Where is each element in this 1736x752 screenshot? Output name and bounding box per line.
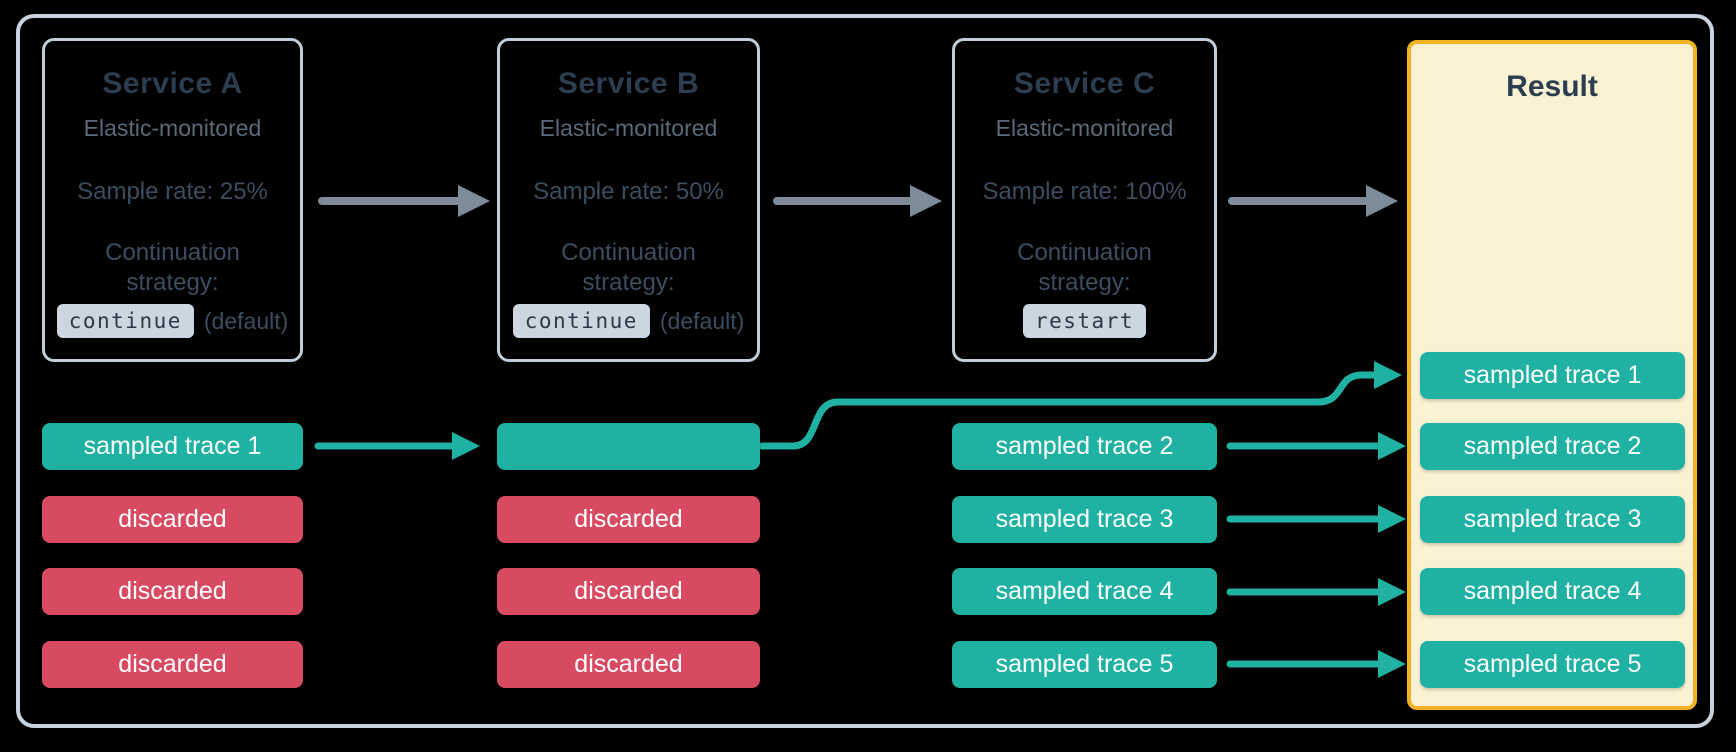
discarded-pill-a-3: discarded bbox=[42, 568, 303, 615]
service-b-strategy-row: continue (default) bbox=[512, 304, 745, 338]
service-b-title: Service B bbox=[557, 67, 700, 100]
service-a-strategy-label: Continuation strategy: bbox=[105, 239, 240, 296]
service-a-strategy-row: continue (default) bbox=[56, 304, 289, 338]
service-c-title: Service C bbox=[1013, 67, 1156, 100]
result-pill-3: sampled trace 3 bbox=[1420, 496, 1685, 543]
trace-pill-a-1: sampled trace 1 bbox=[42, 423, 303, 470]
discarded-pill-b-2: discarded bbox=[497, 496, 760, 543]
discarded-pill-a-4: discarded bbox=[42, 641, 303, 688]
service-b-strategy-note: (default) bbox=[659, 307, 745, 334]
result-pill-2: sampled trace 2 bbox=[1420, 423, 1685, 470]
trace-pill-c-2: sampled trace 3 bbox=[952, 496, 1217, 543]
service-b-monitoring: Elastic-monitored bbox=[539, 115, 718, 141]
service-a-monitoring: Elastic-monitored bbox=[83, 115, 262, 141]
trace-pill-b-1 bbox=[497, 423, 760, 470]
discarded-pill-b-4: discarded bbox=[497, 641, 760, 688]
service-c-strategy-row: restart bbox=[1022, 304, 1146, 338]
diagram-outer-frame bbox=[16, 14, 1714, 728]
service-c-box: Service C Elastic-monitored Sample rate:… bbox=[952, 38, 1217, 362]
service-b-box: Service B Elastic-monitored Sample rate:… bbox=[497, 38, 760, 362]
service-a-title: Service A bbox=[102, 67, 243, 100]
service-a-sample-rate: Sample rate: 25% bbox=[77, 178, 268, 205]
result-title: Result bbox=[1506, 70, 1598, 103]
service-c-sample-rate: Sample rate: 100% bbox=[982, 178, 1187, 205]
trace-pill-c-4: sampled trace 5 bbox=[952, 641, 1217, 688]
discarded-pill-a-2: discarded bbox=[42, 496, 303, 543]
service-a-box: Service A Elastic-monitored Sample rate:… bbox=[42, 38, 303, 362]
service-c-monitoring: Elastic-monitored bbox=[995, 115, 1174, 141]
service-b-strategy-label: Continuation strategy: bbox=[561, 239, 696, 296]
service-b-sample-rate: Sample rate: 50% bbox=[533, 178, 724, 205]
result-pill-4: sampled trace 4 bbox=[1420, 568, 1685, 615]
service-c-strategy-label: Continuation strategy: bbox=[1017, 239, 1152, 296]
result-pill-5: sampled trace 5 bbox=[1420, 641, 1685, 688]
service-a-strategy-note: (default) bbox=[203, 307, 289, 334]
service-c-strategy-chip: restart bbox=[1022, 304, 1146, 338]
result-pill-1: sampled trace 1 bbox=[1420, 352, 1685, 399]
trace-pill-c-1: sampled trace 2 bbox=[952, 423, 1217, 470]
service-b-strategy-chip: continue bbox=[512, 304, 650, 338]
trace-pill-c-3: sampled trace 4 bbox=[952, 568, 1217, 615]
discarded-pill-b-3: discarded bbox=[497, 568, 760, 615]
service-a-strategy-chip: continue bbox=[56, 304, 194, 338]
